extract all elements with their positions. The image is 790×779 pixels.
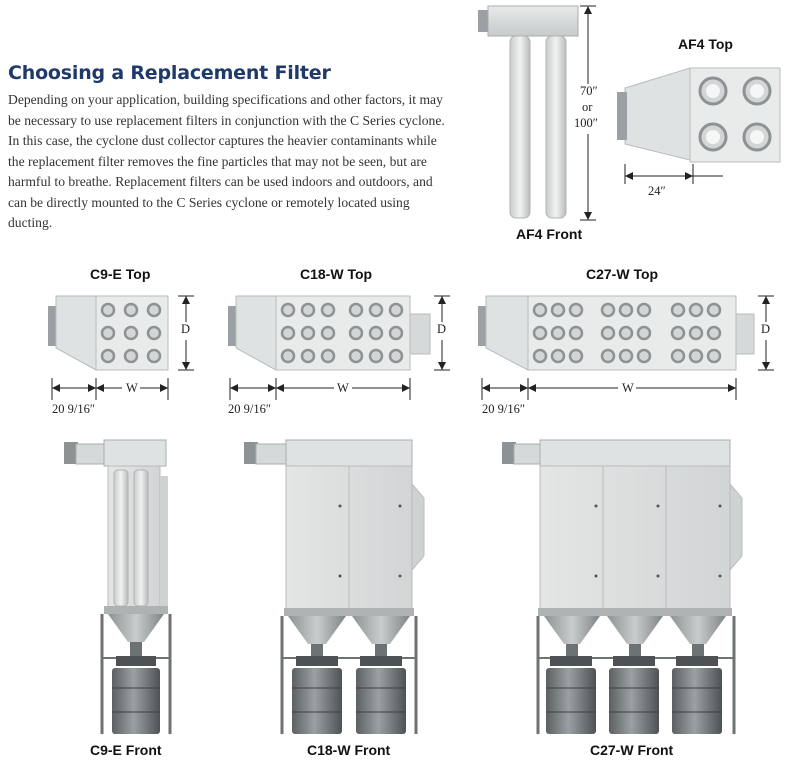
c27w-depth-dim: D: [761, 322, 771, 336]
c27w-top-diagram: [478, 295, 774, 400]
af4-front-diagram: [478, 5, 602, 221]
c18w-front-diagram: [244, 439, 425, 734]
c18w-top-label: C18-W Top: [300, 266, 373, 282]
af4-front-label: AF4 Front: [516, 226, 583, 242]
c27w-inlet-dim: 20 9/16″: [482, 402, 526, 416]
intro-paragraph: Depending on your application, building …: [8, 92, 445, 230]
c27w-top-label: C27-W Top: [586, 266, 659, 282]
c9e-front-diagram: [64, 439, 172, 734]
c18w-width-dim: W: [337, 381, 349, 395]
c9e-depth-dim: D: [181, 322, 191, 336]
c9e-top-label: C9-E Top: [90, 266, 151, 282]
c9e-top-diagram: [48, 295, 194, 400]
af4-top-label: AF4 Top: [678, 36, 733, 52]
c27w-front-diagram: [502, 439, 743, 734]
c27w-width-dim: W: [622, 381, 634, 395]
c9e-inlet-dim: 20 9/16″: [52, 402, 96, 416]
c18w-top-diagram: [228, 295, 450, 400]
c27w-front-label: C27-W Front: [590, 742, 674, 758]
c18w-depth-dim: D: [437, 322, 447, 336]
page-title: Choosing a Replacement Filter: [8, 62, 331, 84]
c9e-width-dim: W: [126, 381, 138, 395]
c9e-front-label: C9-E Front: [90, 742, 162, 758]
af4-height-dim-2: or: [582, 100, 593, 114]
c18w-inlet-dim: 20 9/16″: [228, 402, 272, 416]
af4-height-dim-1: 70″: [580, 84, 598, 98]
c18w-front-label: C18-W Front: [307, 742, 391, 758]
af4-top-diagram: [617, 67, 781, 184]
af4-width-dim: 24″: [648, 184, 666, 198]
af4-height-dim-3: 100″: [574, 116, 598, 130]
